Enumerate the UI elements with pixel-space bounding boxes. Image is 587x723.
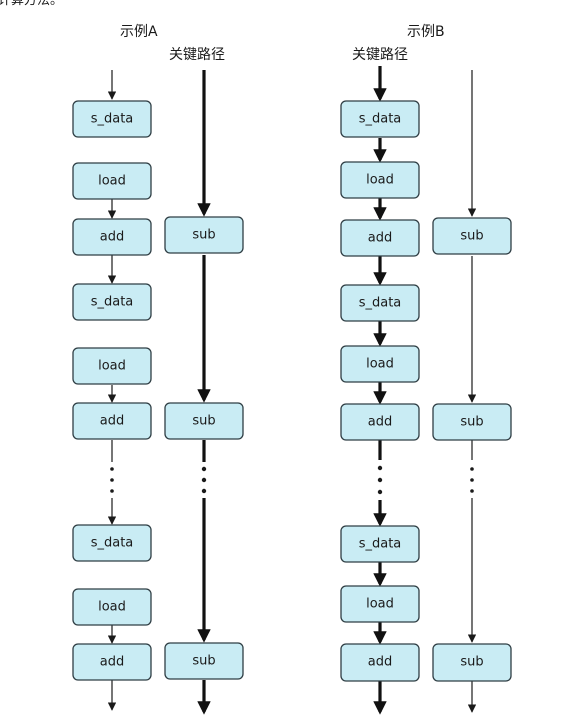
node-label: load <box>366 357 394 372</box>
node-s-data: s_data <box>340 284 420 322</box>
ellipsis-dot <box>377 489 383 495</box>
node-s-data: s_data <box>72 283 152 321</box>
node-s-data: s_data <box>340 100 420 138</box>
ellipsis-dot <box>470 489 474 493</box>
ellipsis-dot <box>470 478 474 482</box>
node-add: add <box>72 402 152 440</box>
ellipsis-dot <box>377 477 383 483</box>
ellipsis-dot <box>377 465 383 471</box>
node-load: load <box>340 585 420 623</box>
node-load: load <box>72 347 152 385</box>
node-label: sub <box>460 655 483 670</box>
node-sub: sub <box>164 642 244 680</box>
node-label: s_data <box>359 537 402 552</box>
ellipsis-dot <box>201 488 207 494</box>
node-load: load <box>340 161 420 199</box>
node-load: load <box>340 345 420 383</box>
ellipsis-dot <box>110 489 114 493</box>
example-b-ellipsis <box>377 465 474 495</box>
node-label: sub <box>192 228 215 243</box>
example-b-nodes: s_data load add sub s_data load add sub … <box>340 100 512 682</box>
node-label: load <box>366 173 394 188</box>
node-label: s_data <box>359 112 402 127</box>
node-label: add <box>368 655 392 670</box>
example-a-title: 示例A <box>120 24 158 40</box>
node-add: add <box>72 643 152 681</box>
node-sub: sub <box>432 217 512 255</box>
node-add: add <box>72 218 152 256</box>
node-s-data: s_data <box>340 525 420 563</box>
node-add: add <box>340 643 420 682</box>
node-label: s_data <box>359 296 402 311</box>
node-label: add <box>100 414 124 429</box>
node-label: sub <box>192 654 215 669</box>
node-label: add <box>368 415 392 430</box>
ellipsis-dot <box>470 467 474 471</box>
example-a-critical-path-label: 关键路径 <box>169 47 225 63</box>
node-sub: sub <box>164 402 244 440</box>
node-label: add <box>368 231 392 246</box>
example-a-edges <box>107 70 211 715</box>
node-label: add <box>100 655 124 670</box>
example-b-critical-path-label: 关键路径 <box>352 47 408 63</box>
node-sub: sub <box>432 403 512 441</box>
node-label: sub <box>460 229 483 244</box>
example-a-ellipsis <box>110 466 207 494</box>
node-sub: sub <box>164 216 244 254</box>
node-load: load <box>72 588 152 626</box>
node-s-data: s_data <box>72 524 152 562</box>
node-label: s_data <box>91 536 134 551</box>
example-b-title: 示例B <box>407 24 445 40</box>
node-label: sub <box>460 415 483 430</box>
node-label: sub <box>192 414 215 429</box>
ellipsis-dot <box>201 477 207 483</box>
node-sub: sub <box>432 643 512 682</box>
ellipsis-dot <box>110 467 114 471</box>
node-label: load <box>98 359 126 374</box>
node-label: load <box>98 600 126 615</box>
example-b-edges <box>373 66 477 715</box>
node-s-data: s_data <box>72 100 152 138</box>
corner-text: 计算方法。 <box>0 0 63 8</box>
ellipsis-dot <box>201 466 207 472</box>
node-load: load <box>72 162 152 200</box>
node-label: s_data <box>91 112 134 127</box>
node-label: s_data <box>91 295 134 310</box>
example-a-nodes: s_data load add sub s_data load add sub … <box>72 100 244 681</box>
node-label: load <box>366 597 394 612</box>
node-label: load <box>98 174 126 189</box>
node-add: add <box>340 219 420 257</box>
node-add: add <box>340 403 420 441</box>
node-label: add <box>100 230 124 245</box>
ellipsis-dot <box>110 478 114 482</box>
